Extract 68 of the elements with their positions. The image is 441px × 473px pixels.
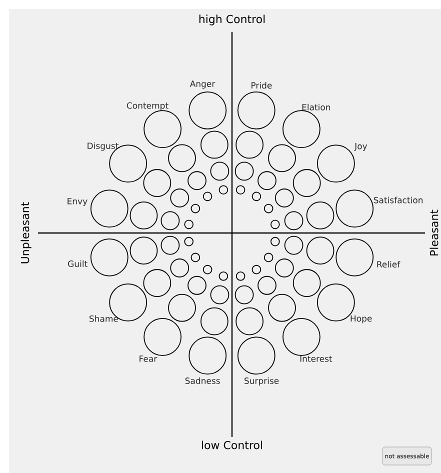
rating-circle	[190, 252, 200, 262]
rating-circle	[264, 252, 274, 262]
rating-circle	[258, 276, 276, 295]
rating-circle	[268, 144, 296, 172]
rating-circle	[160, 211, 180, 230]
rating-circle	[200, 307, 228, 336]
rating-circle	[188, 171, 206, 190]
rating-circle	[236, 272, 246, 281]
rating-circle	[218, 185, 228, 194]
rating-circle	[236, 130, 264, 159]
rating-circle	[284, 211, 304, 230]
emotion-label: Pride	[252, 82, 272, 89]
rating-circle	[170, 258, 190, 278]
axis-label: low Control	[202, 440, 262, 450]
rating-circle	[306, 202, 334, 230]
rating-circle	[184, 220, 194, 230]
emotion-label: Elation	[302, 104, 330, 110]
rating-circle	[270, 236, 280, 246]
emotion-label: Surprise	[244, 377, 279, 386]
emotion-label: Contempt	[126, 102, 168, 110]
rating-circle	[143, 169, 172, 197]
rating-circle	[143, 269, 172, 297]
axis-label: Unpleasant	[20, 202, 32, 264]
rating-circle	[170, 188, 190, 208]
rating-circle	[168, 144, 196, 172]
rating-circle	[130, 202, 158, 230]
axis-label: Pleasant	[430, 210, 438, 256]
rating-circle	[252, 192, 262, 202]
rating-circle	[168, 294, 196, 322]
emotion-label: Anger	[190, 80, 216, 89]
emotion-label: Joy	[354, 143, 368, 151]
rating-circle	[234, 285, 254, 304]
emotion-label: Relief	[377, 260, 400, 268]
emotion-label: Hope	[350, 315, 372, 324]
rating-circle	[258, 171, 276, 190]
rating-circle	[190, 204, 200, 214]
emotion-label: Envy	[68, 198, 88, 206]
rating-circle	[130, 236, 158, 264]
rating-circle	[210, 285, 230, 304]
emotion-label: Shame	[90, 315, 118, 322]
rating-circle	[284, 236, 304, 255]
emotion-label: Sadness	[185, 377, 220, 384]
rating-circle	[184, 236, 194, 246]
rating-circle	[218, 272, 228, 281]
rating-circle	[264, 204, 274, 214]
axis-label: high Control	[199, 14, 265, 26]
rating-circle	[236, 185, 246, 194]
emotion-label: Disgust	[88, 142, 118, 151]
rating-circle	[292, 269, 321, 297]
rating-circle	[188, 276, 206, 295]
rating-circle	[306, 236, 334, 264]
rating-circle	[202, 192, 212, 202]
rating-circle	[270, 220, 280, 230]
rating-circle	[274, 188, 294, 208]
rating-circle	[160, 236, 180, 255]
rating-circle	[236, 307, 264, 336]
rating-circle	[200, 130, 228, 159]
emotion-label: Guilt	[68, 260, 88, 267]
rating-circle	[292, 169, 321, 197]
rating-circle	[252, 264, 262, 274]
emotion-label: Satisfaction	[374, 196, 423, 204]
emotion-label: Interest	[300, 356, 332, 362]
rating-circle	[268, 294, 296, 322]
emotion-label: Fear	[140, 356, 158, 362]
rating-circle	[234, 162, 254, 181]
rating-circle	[274, 258, 294, 278]
rating-circle	[210, 162, 230, 181]
rating-circle	[202, 264, 212, 274]
